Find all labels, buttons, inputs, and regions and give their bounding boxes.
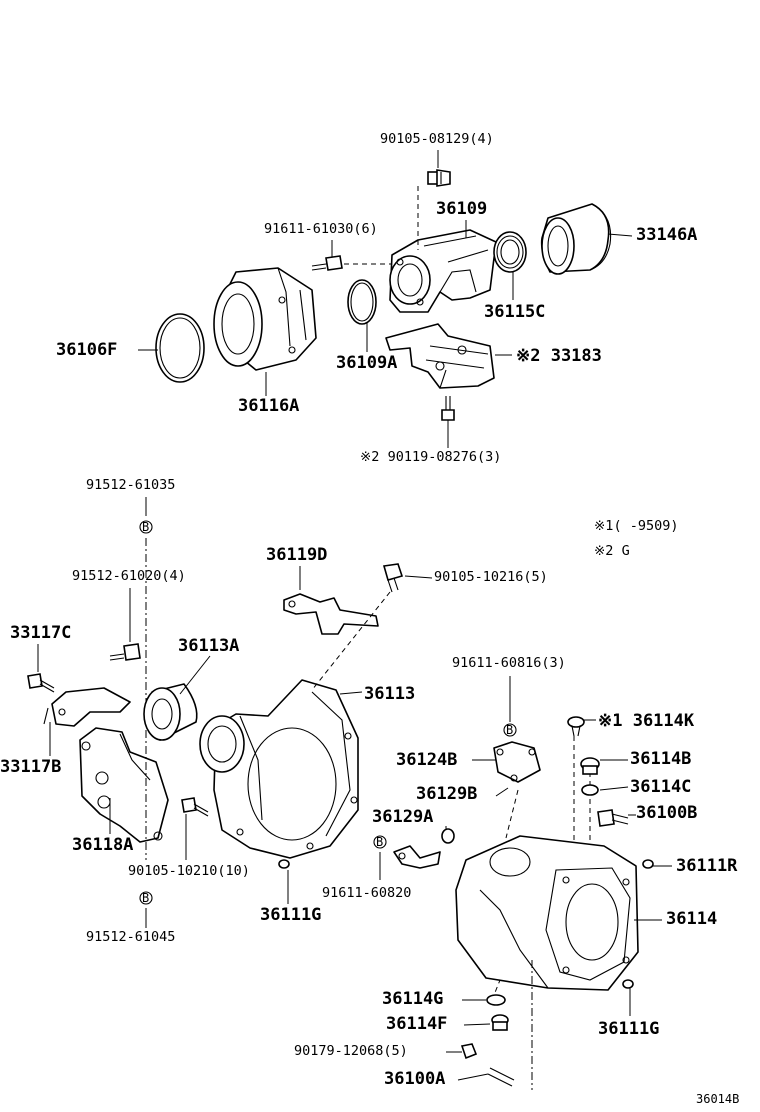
callout-36109: 36109	[436, 199, 488, 219]
extension-housing-36109-icon	[389, 229, 497, 313]
cover-36124b-icon	[493, 741, 541, 783]
callout-36106f: 36106F	[56, 340, 118, 360]
callout-33183: ※2 33183	[516, 346, 602, 366]
callout-36113a: 36113A	[178, 636, 240, 656]
mount-bracket-36118a-icon	[79, 727, 169, 843]
callout-36100b: 36100B	[636, 803, 698, 823]
plug-36114b-icon	[580, 757, 600, 775]
pin-36111g-right-icon	[622, 979, 634, 989]
adaptor-housing-36116a-icon	[213, 267, 317, 371]
bracket-36119d-icon	[283, 593, 379, 635]
callout-91512-61045: 91512-61045	[86, 929, 176, 945]
pin-36111r-icon	[642, 859, 654, 869]
plate-36129b-icon	[393, 845, 441, 869]
callout-91611-60816: 91611-60816(3)	[452, 655, 566, 671]
callout-36114: 36114	[666, 909, 718, 929]
callout-90105-10216: 90105-10216(5)	[434, 569, 548, 585]
bolt-90119-08276-icon	[441, 396, 455, 421]
callout-36114f: 36114F	[386, 1014, 448, 1034]
callout-36119d: 36119D	[266, 545, 328, 565]
callout-91611-61030: 91611-61030(6)	[264, 221, 378, 237]
callout-36109a: 36109A	[336, 353, 398, 373]
callout-36114c: 36114C	[630, 777, 692, 797]
callout-36115c: 36115C	[484, 302, 546, 322]
nut-90179-12068-icon	[460, 1043, 478, 1060]
callout-33146a: 33146A	[636, 225, 698, 245]
callout-36113: 36113	[364, 684, 416, 704]
bolt-90105-08129-icon	[427, 169, 451, 187]
bolt-36100b-icon	[597, 809, 629, 827]
callout-33117c: 33117C	[10, 623, 72, 643]
b-marker-91611-60820: B	[376, 835, 384, 849]
callout-90179-12068: 90179-12068(5)	[294, 1043, 408, 1059]
b-marker-91611-60816: B	[506, 723, 514, 737]
bolt-91512-61020-icon	[109, 643, 141, 661]
callout-36111g-right: 36111G	[598, 1019, 660, 1039]
bolt-90105-10210-icon	[181, 797, 209, 817]
callout-36111g-left: 36111G	[260, 905, 322, 925]
transfer-case-36113-icon	[199, 679, 359, 859]
stud-36100a-icon	[487, 1067, 515, 1087]
callout-36129a: 36129A	[372, 807, 434, 827]
bolt-33117c-icon	[27, 673, 55, 693]
callout-91512-61020: 91512-61020(4)	[72, 568, 186, 584]
callout-90105-08129: 90105-08129(4)	[380, 131, 494, 147]
callout-36114g: 36114G	[382, 989, 444, 1009]
b-marker-91512-61045: B	[142, 891, 150, 905]
note-2: ※2 G	[594, 543, 630, 559]
o-ring-36109a-icon	[347, 279, 377, 325]
callout-36114b: 36114B	[630, 749, 692, 769]
callout-36124b: 36124B	[396, 750, 458, 770]
gasket-36114g-icon	[486, 994, 506, 1006]
b-marker-91512-61035: B	[142, 520, 150, 534]
bolt-90105-10216-icon	[382, 563, 404, 593]
figure-reference: 36014B	[696, 1092, 740, 1106]
b-markers	[139, 520, 517, 905]
bearing-36113a-icon	[143, 683, 198, 741]
plug-36114f-icon	[491, 1014, 509, 1031]
sleeve-33146a-icon	[540, 203, 612, 275]
o-ring-36106f-icon	[155, 313, 205, 383]
seal-36115c-icon	[493, 231, 527, 273]
plug-36114k-icon	[567, 716, 585, 737]
washer-36129a-icon	[441, 828, 455, 844]
callout-36100a: 36100A	[384, 1069, 446, 1089]
callout-90119-08276: ※2 90119-08276(3)	[360, 449, 502, 465]
callout-91611-60820: 91611-60820	[322, 885, 412, 901]
callout-36118a: 36118A	[72, 835, 134, 855]
callout-36111r: 36111R	[676, 856, 738, 876]
callout-36116a: 36116A	[238, 396, 300, 416]
pin-36111g-left-icon	[278, 859, 290, 869]
bolt-91611-61030-icon	[311, 255, 343, 271]
callout-36129b: 36129B	[416, 784, 478, 804]
case-36114-icon	[455, 835, 639, 991]
leader-lines	[37, 150, 672, 1081]
callout-91512-61035: 91512-61035	[86, 477, 176, 493]
callout-33117b: 33117B	[0, 757, 62, 777]
callout-90105-10210: 90105-10210(10)	[128, 863, 250, 879]
callout-36114k: ※1 36114K	[598, 711, 695, 731]
note-1: ※1( -9509)	[594, 518, 679, 534]
bracket-33183-icon	[385, 323, 495, 389]
bracket-33117b-icon	[43, 687, 131, 727]
gasket-36114c-icon	[581, 784, 599, 796]
